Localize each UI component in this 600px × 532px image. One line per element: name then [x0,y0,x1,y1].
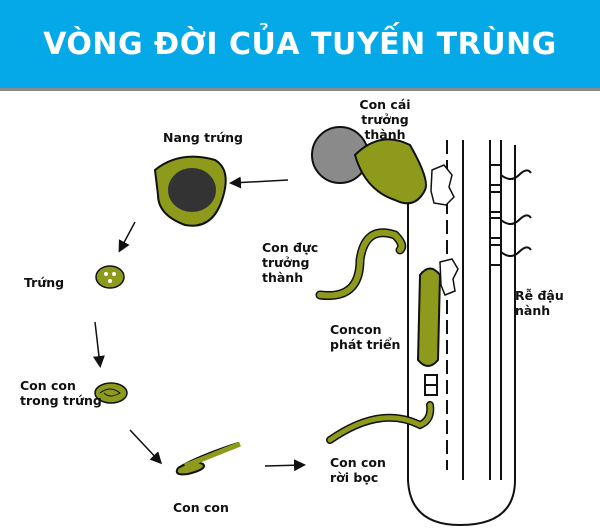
label-juvenile-leaving: Con con rời bọc [330,455,386,485]
label-adult-female: Con cái trưởng thành [359,97,411,142]
juvenile-in-egg [94,382,128,404]
header-banner: VÒNG ĐỜI CỦA TUYẾN TRÙNG [0,0,600,91]
label-soybean-root: Rễ đậu nành [515,288,564,318]
label-developing-juvenile: Concon phát triển [330,322,401,352]
label-egg: Trứng [24,275,65,290]
egg [95,265,125,289]
label-juvenile: Con con [173,500,229,515]
label-egg-sac: Nang trứng [163,130,243,145]
developing-juvenile [416,267,442,367]
adult-female [353,138,427,205]
cycle-arrows [93,176,306,472]
soybean-root [407,140,532,527]
label-juvenile-in-egg: Con con trong trứng [20,378,102,408]
label-adult-male: Con đực trưởng thành [262,240,319,285]
page-title: VÒNG ĐỜI CỦA TUYẾN TRÙNG [43,26,557,62]
